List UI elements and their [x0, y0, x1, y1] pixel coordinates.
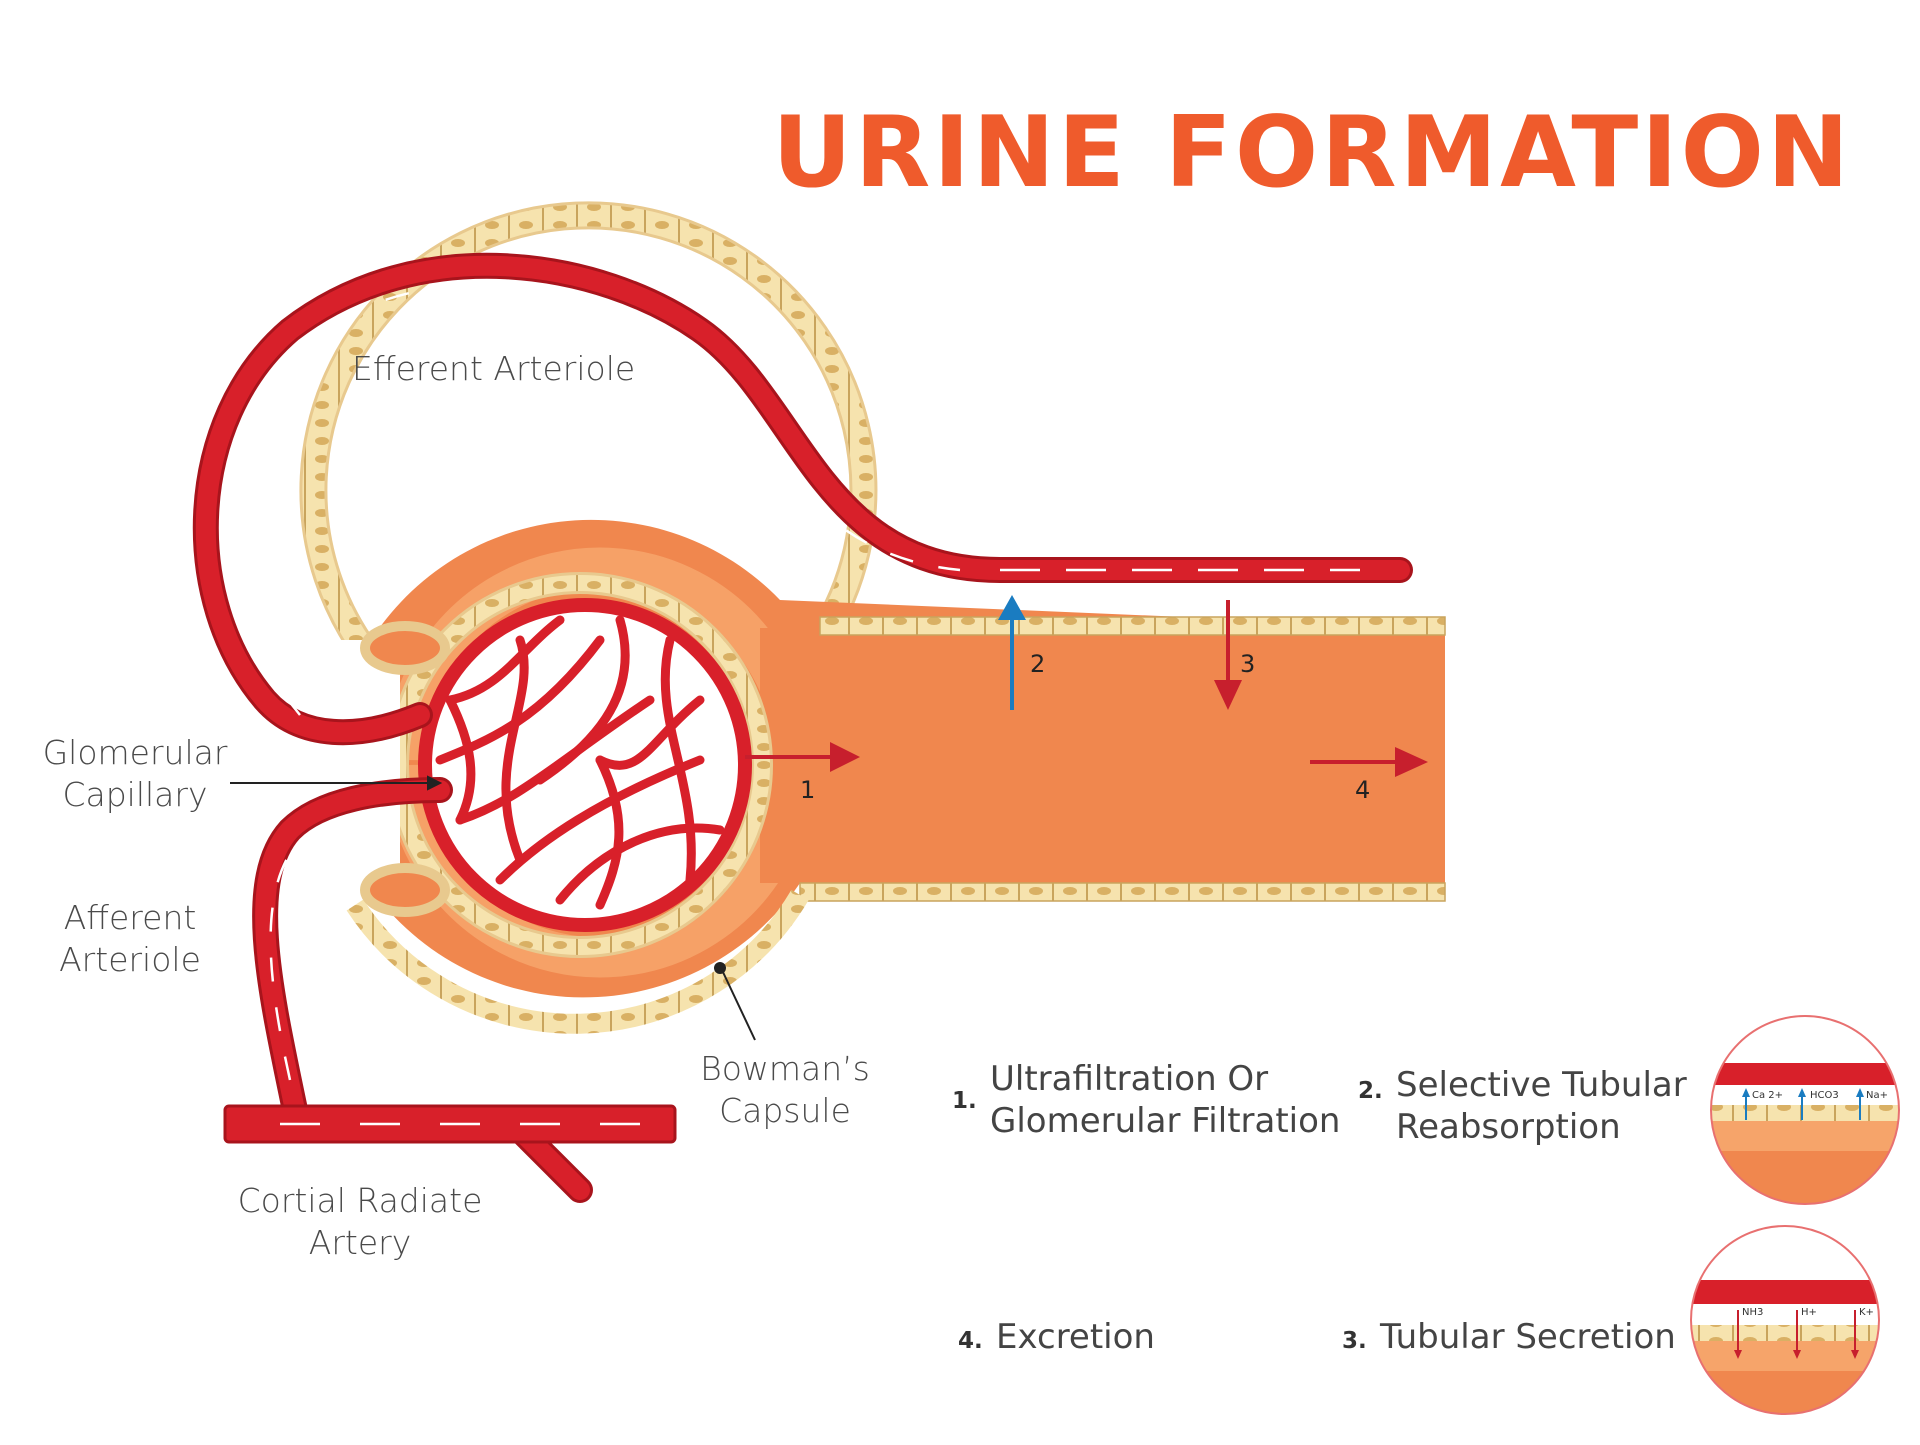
legend-reabsorption-line1: Selective Tubular	[1396, 1065, 1687, 1105]
page-title: URINE FORMATION	[772, 96, 1852, 210]
cortical-radiate-artery	[223, 1104, 677, 1203]
label-cortial-radiate-artery: Cortial Radiate Artery	[220, 1180, 500, 1264]
label-afferent-line2: Arteriole	[59, 940, 201, 979]
ion-ammonia: NH3	[1742, 1307, 1764, 1318]
arrow-number-2: 2	[1030, 650, 1046, 678]
label-bowmans-line1: Bowman’s	[700, 1049, 870, 1088]
arrow-number-3: 3	[1240, 650, 1256, 678]
legend-item-excretion: Excretion	[996, 1317, 1155, 1357]
label-efferent-arteriole: Efferent Arteriole	[352, 349, 636, 388]
legend-number-1: 1.	[952, 1088, 977, 1114]
label-afferent-arteriole: Afferent Arteriole	[40, 897, 220, 981]
ion-calcium: Ca 2+	[1752, 1090, 1784, 1101]
process-arrows	[745, 595, 1428, 777]
label-glomerular-line2: Capillary	[62, 775, 208, 814]
legend-reabsorption-line2: Reabsorption	[1396, 1107, 1621, 1147]
afferent-arteriole	[252, 777, 453, 1123]
tubule-bottom-cells	[799, 882, 1446, 902]
label-afferent-line1: Afferent	[63, 898, 197, 937]
label-glomerular-line1: Glomerular	[42, 733, 228, 772]
label-cortial-line1: Cortial Radiate	[237, 1181, 483, 1220]
ion-hydrogen: H+	[1801, 1307, 1817, 1318]
reabsorption-arrow	[998, 595, 1026, 710]
legend-number-3: 3.	[1342, 1328, 1367, 1354]
label-cortial-line2: Artery	[308, 1223, 412, 1262]
arrow-number-4: 4	[1355, 776, 1371, 804]
label-glomerular-capillary: Glomerular Capillary	[30, 732, 240, 816]
secretion-arrow	[1214, 600, 1242, 710]
inset-secretion	[1690, 1225, 1880, 1415]
legend-item-secretion: Tubular Secretion	[1380, 1317, 1676, 1357]
label-bowmans-line2: Capsule	[719, 1091, 851, 1130]
legend-number-2: 2.	[1358, 1078, 1383, 1104]
ion-bicarbonate: HCO3	[1810, 1090, 1839, 1101]
proximal-tubule	[760, 628, 1445, 883]
glomerular-capillary	[418, 598, 752, 932]
efferent-arteriole	[192, 252, 1413, 746]
ion-sodium: Na+	[1866, 1090, 1888, 1101]
filtration-arrow	[745, 742, 860, 772]
excretion-arrow	[1310, 747, 1428, 777]
legend-item-reabsorption: Selective Tubular Reabsorption	[1396, 1064, 1687, 1148]
legend-filtration-line1: Ultrafiltration Or	[990, 1059, 1269, 1099]
label-bowmans-capsule: Bowman’s Capsule	[680, 1048, 890, 1132]
legend-item-filtration: Ultrafiltration Or Glomerular Filtration	[990, 1058, 1340, 1142]
inset-reabsorption	[1710, 1015, 1900, 1205]
arrow-number-1: 1	[800, 776, 816, 804]
tubule-top-cells	[819, 616, 1446, 636]
pointer-lines	[230, 775, 756, 1041]
legend-filtration-line2: Glomerular Filtration	[990, 1101, 1341, 1141]
bowmans-capsule-and-tubule	[299, 201, 1446, 1034]
legend-number-4: 4.	[958, 1328, 983, 1354]
ion-potassium: K+	[1859, 1307, 1874, 1318]
